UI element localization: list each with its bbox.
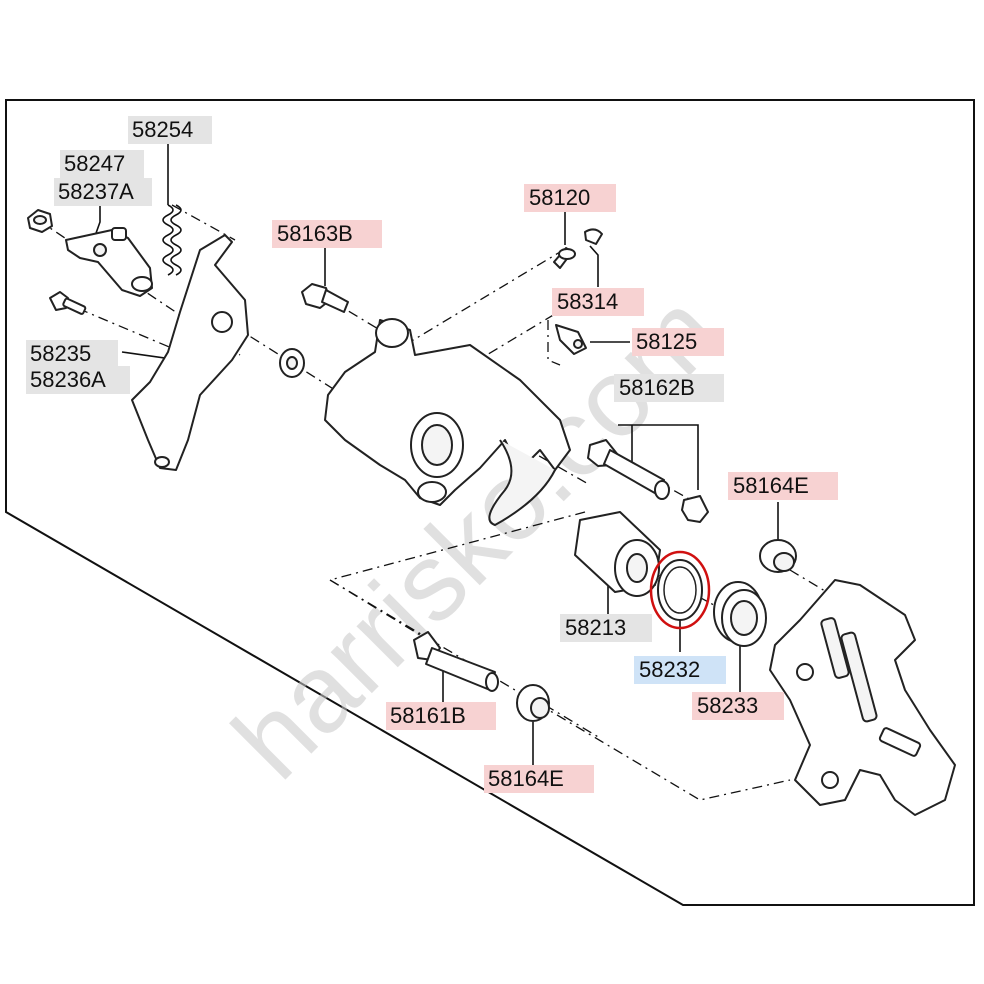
pin-boot-icon [681,495,709,523]
label-58254[interactable]: 58254 [132,117,193,142]
caliper-body-icon [324,318,571,526]
label-58235[interactable]: 58235 [30,341,91,366]
dust-boot-icon [713,581,767,647]
label-58233[interactable]: 58233 [697,693,758,718]
washer-icon [279,348,305,378]
label-58161B[interactable]: 58161B [390,703,466,728]
label-58213[interactable]: 58213 [565,615,626,640]
caliper-carrier-icon [769,579,956,816]
bolt-icon [49,291,87,315]
parking-lever-icon [65,227,153,297]
label-58164E-top[interactable]: 58164E [733,473,809,498]
highlight-ring [649,550,711,630]
piston-icon [574,511,661,597]
caliper-bolt-icon [301,283,349,313]
label-58164E-bottom[interactable]: 58164E [488,766,564,791]
part-labels: 58254 58247 58237A 58163B 58120 58314 58… [26,116,838,793]
label-58120[interactable]: 58120 [529,185,590,210]
label-58237A[interactable]: 58237A [58,179,134,204]
guide-pin-icon [587,439,670,500]
label-58247[interactable]: 58247 [64,151,125,176]
bleeder-screw-icon [553,228,603,269]
spring-icon [162,204,182,276]
piston-seal-icon [649,550,711,630]
label-58163B[interactable]: 58163B [277,221,353,246]
label-58232[interactable]: 58232 [639,657,700,682]
label-58236A[interactable]: 58236A [30,367,106,392]
boot-top-icon [759,539,797,573]
label-58162B[interactable]: 58162B [619,375,695,400]
guide-pin-lower-icon [413,631,499,692]
label-58314[interactable]: 58314 [557,289,618,314]
bleeder-cap-icon [555,324,587,355]
parking-bracket-icon [131,234,249,471]
nut-icon [27,209,53,233]
boot-bottom-icon [516,684,550,722]
label-58125[interactable]: 58125 [636,329,697,354]
diagram-frame [5,99,975,906]
leader-lines [94,140,779,765]
